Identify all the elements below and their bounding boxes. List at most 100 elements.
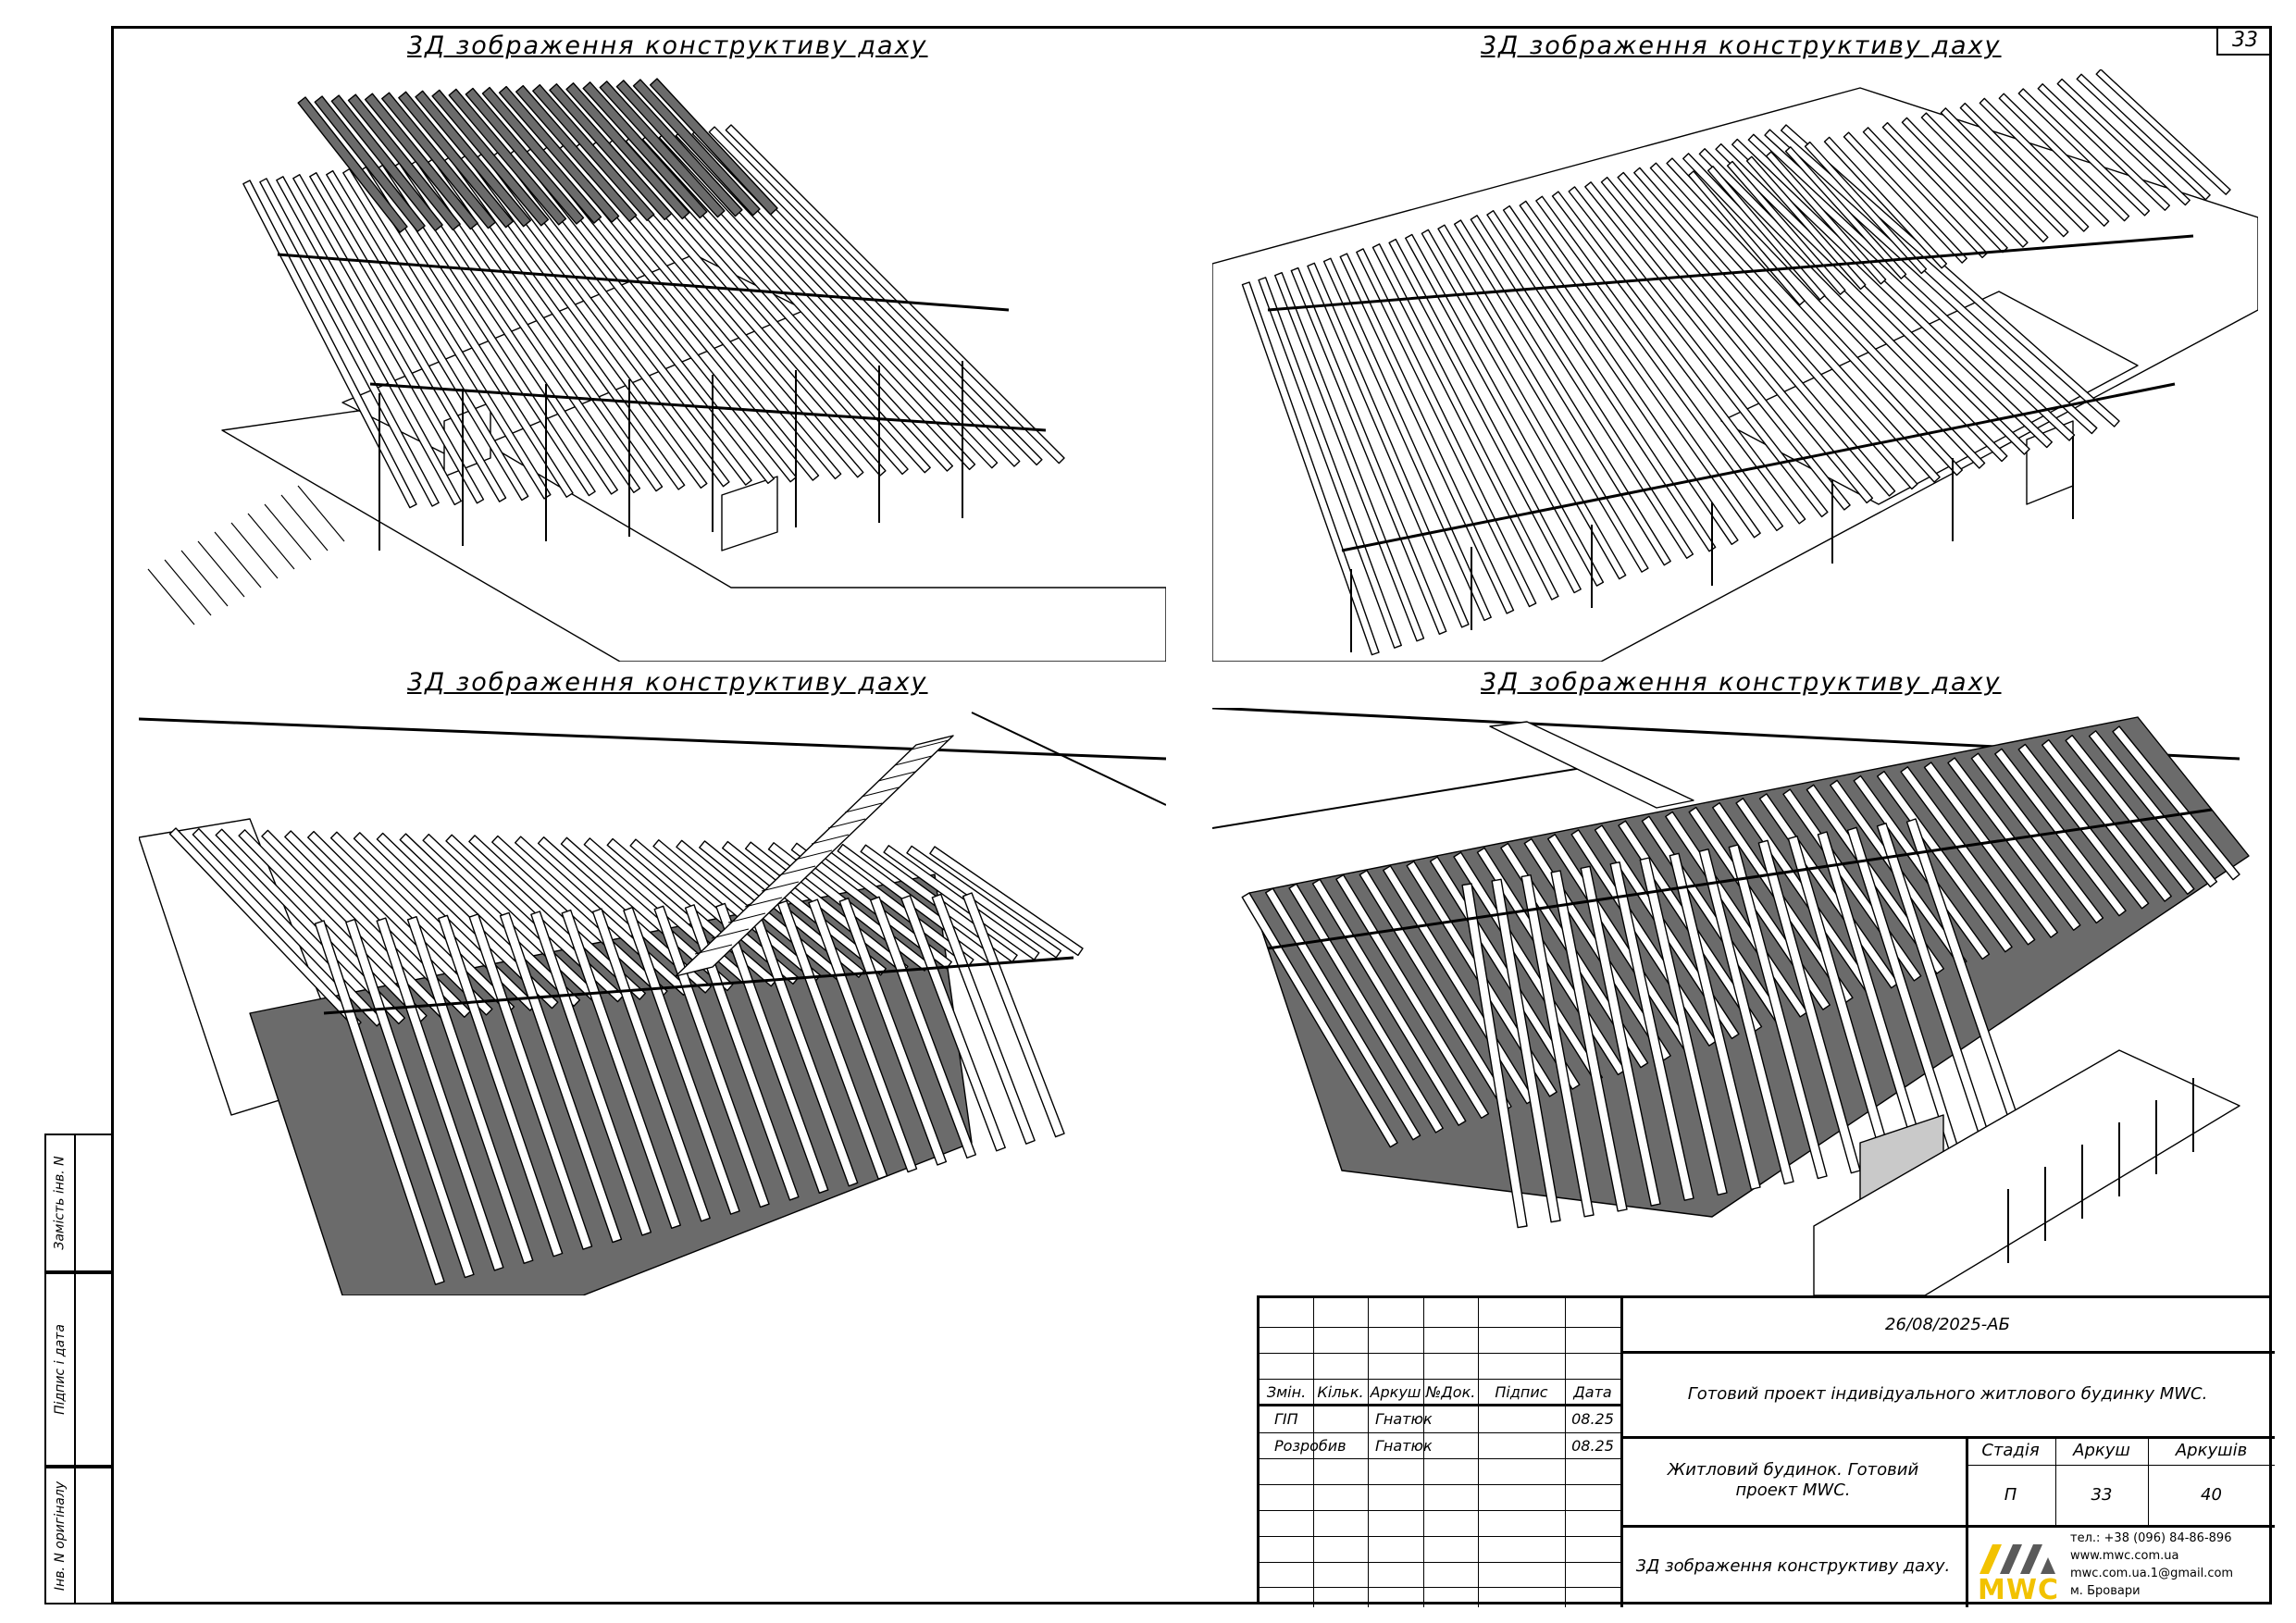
rafter xyxy=(1876,770,2013,953)
stair-line xyxy=(197,540,245,598)
rafter-upper xyxy=(1979,97,2110,227)
rafter-upper xyxy=(1959,102,2090,232)
ceiling-joist xyxy=(869,896,976,1159)
ceiling-joist xyxy=(1580,865,1661,1207)
rafter xyxy=(2017,743,2150,910)
rafter xyxy=(2112,725,2240,881)
roof-view-2 xyxy=(1212,69,2258,662)
sheet-title: 3Д зображення конструктиву даху. xyxy=(1635,1556,1951,1576)
rafter xyxy=(1584,181,1851,511)
rafter xyxy=(708,126,1043,466)
rafter xyxy=(525,147,798,483)
rafter-upper xyxy=(1706,166,1826,301)
wall-plate xyxy=(1267,808,2213,950)
rafter xyxy=(292,174,485,504)
rafter-shaded xyxy=(448,88,567,226)
stage-label: Стадія xyxy=(1981,1441,2040,1460)
view-title-1: 3Д зображення конструктиву даху xyxy=(407,31,928,60)
ridge-beam xyxy=(277,253,1010,312)
drawing-frame xyxy=(111,26,2272,1604)
stair-flight xyxy=(675,735,954,977)
rafter xyxy=(790,842,952,970)
hdr-doc: №Док. xyxy=(1425,1382,1476,1401)
rafter xyxy=(1486,210,1717,552)
rafter-shaded xyxy=(599,81,726,218)
rafter-upper xyxy=(1804,141,1928,275)
stair-tread xyxy=(844,802,883,813)
side-label-replace: Замість інв. N xyxy=(53,1156,68,1250)
sheet-number-box: 33 xyxy=(2216,26,2272,56)
rafter-shaded xyxy=(549,83,673,221)
rafter-shaded xyxy=(381,92,496,229)
stair-line xyxy=(147,568,195,626)
roof-view-4 xyxy=(1212,708,2258,1295)
rafter xyxy=(1682,153,1986,469)
rafter xyxy=(1568,186,1829,518)
stair-tread xyxy=(727,912,766,923)
rafter-upper xyxy=(1745,155,1867,291)
rafter xyxy=(1311,878,1467,1126)
date-developer: 08.25 xyxy=(1571,1436,1614,1455)
rafter xyxy=(376,832,559,1010)
rafter-upper xyxy=(1765,151,1887,285)
view-title-2: 3Д зображення конструктиву даху xyxy=(1481,31,2002,60)
rafter xyxy=(1633,167,1918,490)
stair-tread xyxy=(744,897,783,908)
rafter-shaded xyxy=(398,91,514,229)
ceiling-joist xyxy=(808,898,918,1173)
wall-plate xyxy=(369,382,1047,432)
role-developer: Розробив xyxy=(1274,1436,1347,1455)
rafter xyxy=(1258,277,1402,649)
ceiling-joist xyxy=(499,911,623,1244)
roof-view-3 xyxy=(139,708,1166,1295)
sheet-value: 33 xyxy=(2091,1485,2113,1505)
rafter-upper xyxy=(1843,131,1967,264)
contact-email: mwc.com.ua.1@gmail.com xyxy=(2070,1567,2234,1580)
roof-view-1 xyxy=(139,69,1166,662)
rafter-upper xyxy=(1998,93,2130,222)
rafter-upper xyxy=(1940,107,2069,238)
rafter-upper xyxy=(2056,78,2191,206)
stair-tread xyxy=(694,944,733,955)
ceiling-joist xyxy=(684,904,800,1201)
rafter xyxy=(1923,762,2058,938)
hdr-date: Дата xyxy=(1573,1382,1612,1401)
rafter xyxy=(541,145,820,481)
rafter xyxy=(1806,784,1944,974)
stair-tread xyxy=(877,771,916,782)
stair-tread xyxy=(711,928,750,939)
ceiling-joist xyxy=(838,898,948,1166)
ceiling-joist xyxy=(1757,839,1861,1174)
hdr-qty: Кільк. xyxy=(1317,1382,1364,1401)
rafter-upper xyxy=(1687,170,1806,306)
date-gip: 08.25 xyxy=(1571,1409,1614,1428)
stair-line xyxy=(247,513,295,570)
role-gip: ГІП xyxy=(1274,1409,1298,1428)
rafter-upper xyxy=(1920,112,2049,243)
rafter-shaded xyxy=(498,85,620,223)
sheet-number: 33 xyxy=(2232,28,2258,52)
name-gip: Гнатюк xyxy=(1375,1409,1433,1428)
rafter xyxy=(722,840,887,976)
wall-plate xyxy=(323,956,1074,1015)
ceiling-joist xyxy=(1609,861,1694,1201)
stair-line xyxy=(230,522,279,579)
rafter xyxy=(326,169,529,502)
building-name: Житловий будинок. Готовий проект MWC. xyxy=(1667,1460,1919,1500)
rafter xyxy=(1288,883,1444,1134)
stair-tread xyxy=(911,739,949,750)
rafter-shaded xyxy=(532,83,655,221)
rafter-shaded xyxy=(415,90,532,228)
ceiling-joist xyxy=(591,908,711,1222)
ceiling-joist xyxy=(1520,873,1595,1218)
rafter xyxy=(1470,215,1694,559)
rafter-upper xyxy=(1726,160,1846,295)
rafter xyxy=(929,846,1084,957)
rafter xyxy=(575,141,864,478)
stair-tread xyxy=(861,787,900,798)
sheets-label: Аркушів xyxy=(2175,1441,2248,1460)
rafter xyxy=(625,135,931,474)
side-stamp-orig: Інв. N оригіналу xyxy=(44,1467,111,1604)
rafter xyxy=(1264,887,1421,1141)
site-line xyxy=(139,717,1166,761)
